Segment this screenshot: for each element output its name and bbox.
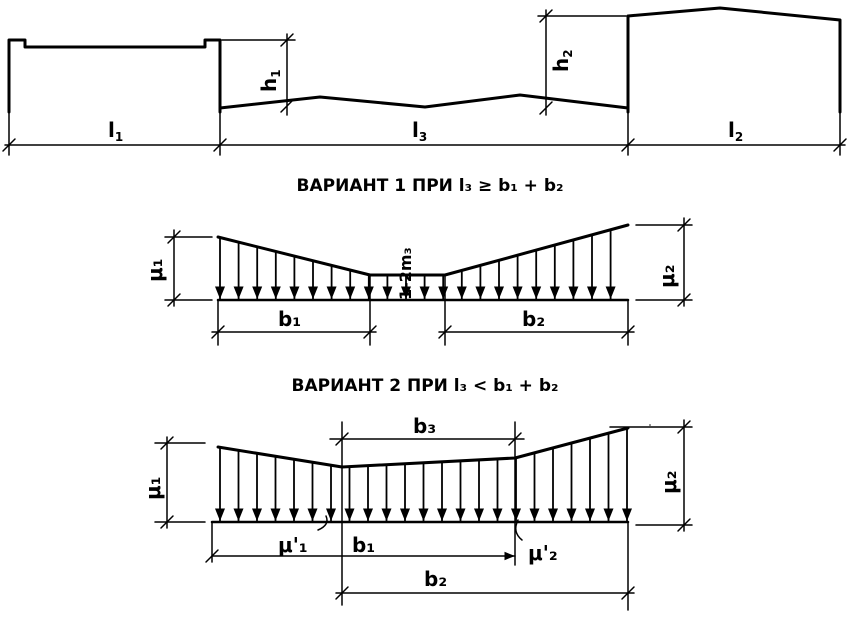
variant2-mu1-label: μ₁	[141, 477, 165, 500]
h1-dimension	[221, 33, 296, 116]
variant1-title: ВАРИАНТ 1 ПРИ l₃ ≥ b₁ + b₂	[297, 176, 564, 196]
variant2-mu2-dimension	[609, 419, 693, 532]
variant1-b2-label: b₂	[522, 307, 545, 331]
variant2-b1-dimension	[205, 521, 516, 563]
h2-dimension	[537, 9, 627, 116]
variant2-mu2-prime-leader	[515, 519, 523, 541]
building-profile: l1 l3 l2 h1 h2	[2, 6, 847, 156]
l1-label: l1	[108, 118, 123, 144]
l3-label: l3	[412, 118, 427, 144]
variant1-load-outline	[216, 223, 630, 277]
variant2-b3-dimension	[329, 421, 525, 606]
left-building-outline	[7, 38, 222, 114]
variant2-b1-label: b₁	[352, 533, 375, 557]
variant1-mu2-label: μ₂	[655, 265, 679, 288]
l2-label: l2	[728, 118, 743, 144]
variant1-mu1-label: μ₁	[143, 259, 167, 282]
h2-label: h2	[549, 49, 575, 72]
variant2-mu1-dimension	[154, 436, 206, 529]
variant1-load-diagram: μ₁ μ₂ 1-2m₃ b₁ b₂	[143, 217, 693, 346]
variant2-b2-label: b₂	[424, 567, 447, 591]
h1-label: h1	[257, 69, 283, 92]
low-roof-outline	[218, 93, 630, 110]
variant1-b1-label: b₁	[278, 307, 301, 331]
variant2-mu1-prime-label: μ'₁	[278, 533, 308, 557]
variant2-b3-label: b₃	[413, 414, 436, 438]
variant1-mu1-dimension	[164, 229, 213, 307]
variant2-mu2-prime-label: μ'₂	[528, 541, 558, 565]
variant2-title: ВАРИАНТ 2 ПРИ l₃ < b₁ + b₂	[292, 376, 559, 396]
variant2-load-diagram: μ₁ μ₂ b₃ b₁ b₂ μ'₁ μ'₂	[141, 414, 693, 611]
variant1-mu2-dimension	[635, 217, 693, 307]
right-building-outline	[626, 6, 842, 114]
variant2-mu2-label: μ₂	[657, 471, 681, 494]
span-ticks	[2, 111, 847, 156]
variant2-b2-dimension	[335, 521, 635, 611]
